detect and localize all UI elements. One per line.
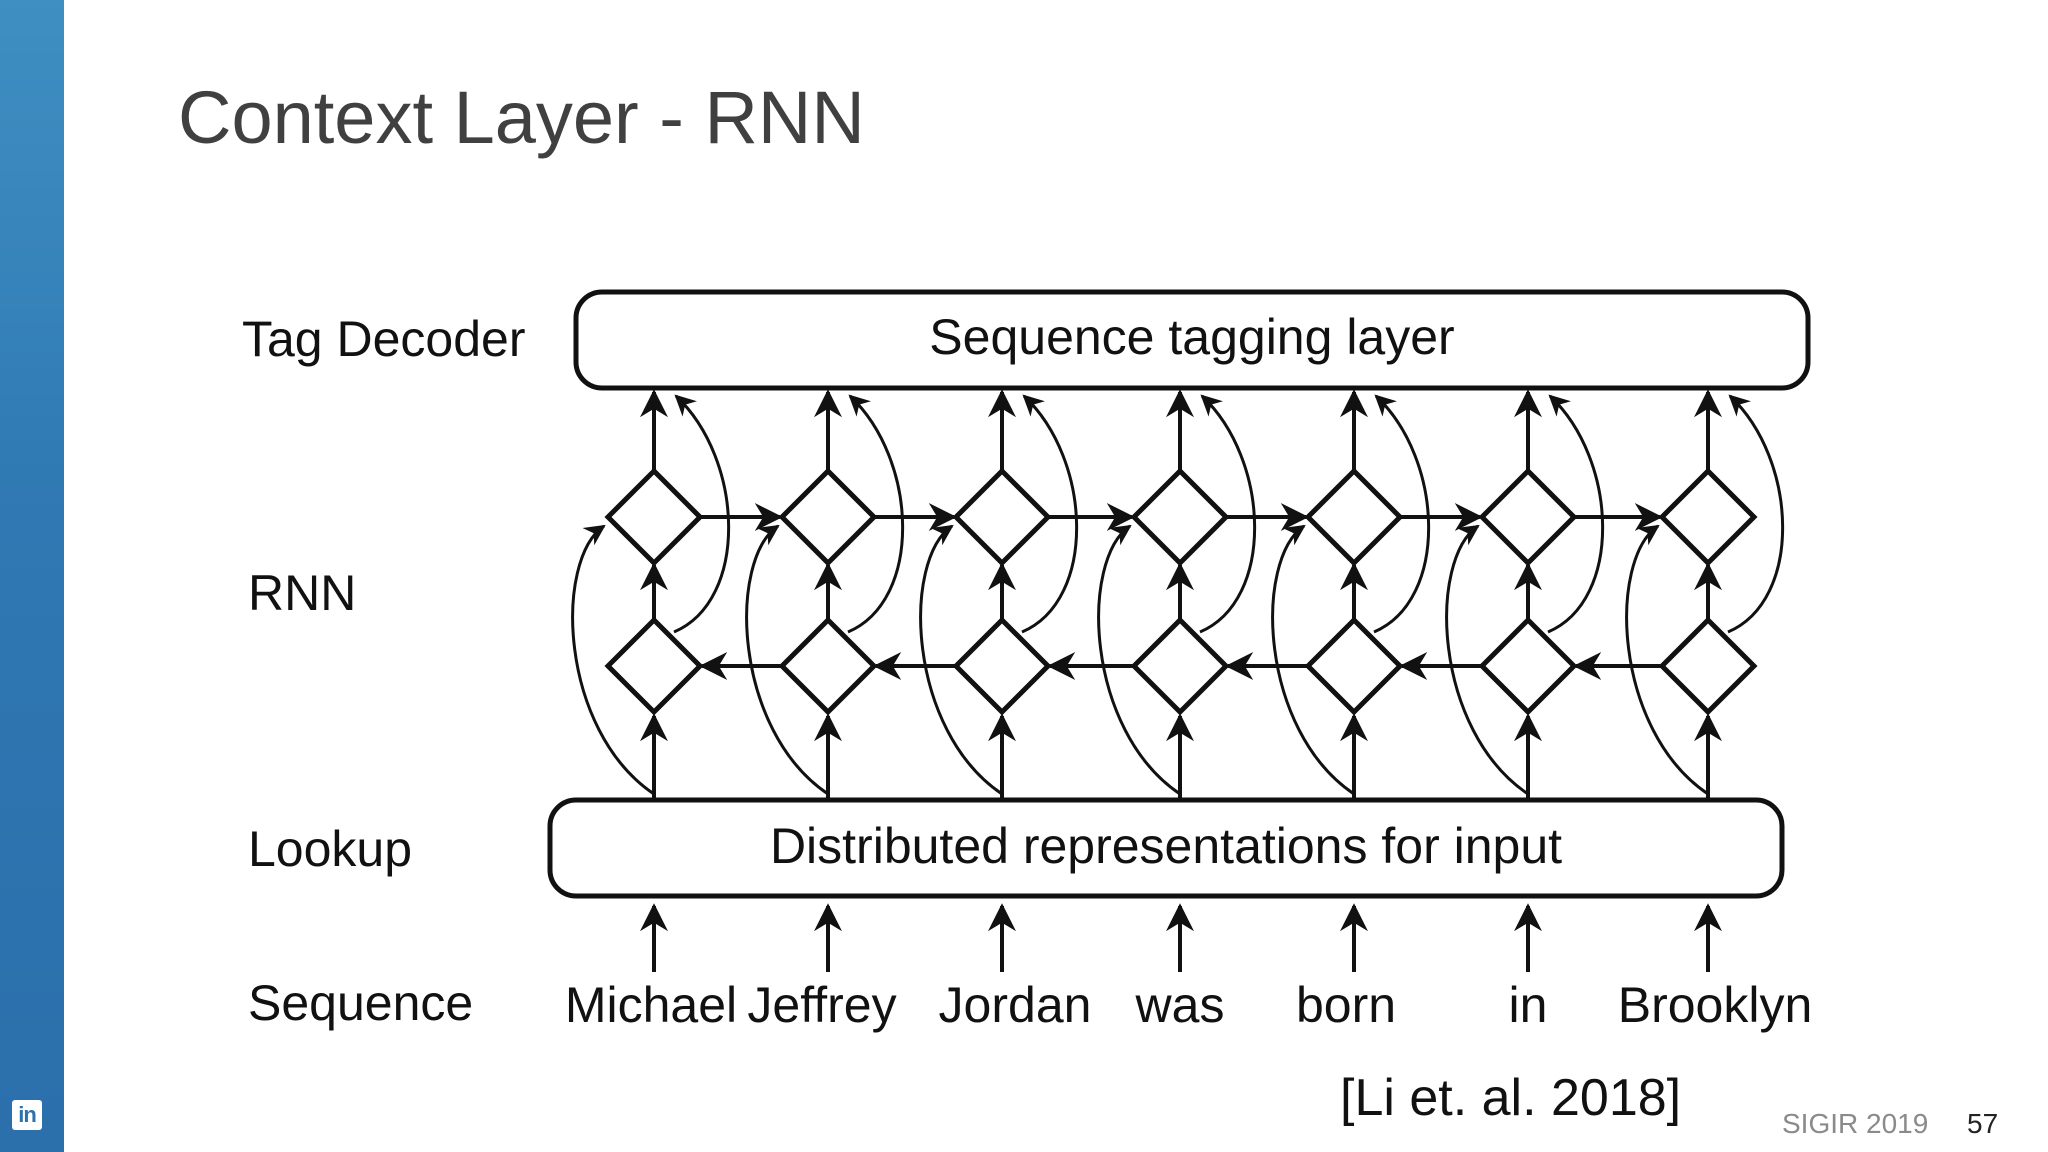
row-label-sequence: Sequence bbox=[248, 975, 473, 1031]
backward-rnn-cell-1 bbox=[604, 616, 704, 716]
row-label-lookup: Lookup bbox=[248, 821, 412, 877]
backward-to-tagger-curve-4 bbox=[1199, 394, 1257, 634]
backward-to-tagger-curve-3 bbox=[1021, 394, 1079, 634]
sequence-token-4: was bbox=[1135, 977, 1225, 1033]
lookup-layer-box bbox=[547, 797, 1785, 899]
sequence-token-3: Jordan bbox=[939, 977, 1092, 1033]
row-label-rnn: RNN bbox=[248, 565, 356, 621]
forward-rnn-cell-1 bbox=[604, 467, 704, 567]
linkedin-logo-text: in bbox=[18, 1102, 37, 1127]
lookup-to-forward-curve-5 bbox=[1271, 524, 1355, 796]
lookup-to-forward-curve-3 bbox=[919, 524, 1003, 796]
backward-rnn-cell-2 bbox=[778, 616, 878, 716]
backward-to-tagger-curve-7 bbox=[1727, 394, 1785, 634]
slide-title: Context Layer - RNN bbox=[178, 76, 865, 159]
forward-rnn-cell-3 bbox=[952, 467, 1052, 567]
backward-rnn-cell-6 bbox=[1478, 616, 1578, 716]
forward-rnn-cell-5 bbox=[1304, 467, 1404, 567]
sequence-token-2: Jeffrey bbox=[747, 977, 896, 1033]
backward-rnn-cell-5 bbox=[1304, 616, 1404, 716]
forward-rnn-cell-7 bbox=[1658, 467, 1758, 567]
backward-rnn-cell-7 bbox=[1658, 616, 1758, 716]
backward-to-tagger-curve-1 bbox=[673, 394, 731, 634]
sequence-token-6: in bbox=[1509, 977, 1548, 1033]
backward-rnn-cell-3 bbox=[952, 616, 1052, 716]
sequence-token-7: Brooklyn bbox=[1618, 977, 1813, 1033]
sequence-token-5: born bbox=[1296, 977, 1396, 1033]
lookup-to-forward-curve-2 bbox=[745, 524, 829, 796]
lookup-to-forward-curve-4 bbox=[1097, 524, 1181, 796]
page-number: 57 bbox=[1967, 1108, 1999, 1139]
lookup-to-forward-curve-1 bbox=[571, 524, 655, 796]
citation: [Li et. al. 2018] bbox=[1340, 1069, 1682, 1127]
backward-to-tagger-curve-6 bbox=[1547, 394, 1605, 634]
conference-label: SIGIR 2019 bbox=[1782, 1108, 1929, 1139]
backward-rnn-cell-4 bbox=[1130, 616, 1230, 716]
tagging-layer-box bbox=[573, 289, 1811, 391]
forward-rnn-cell-2 bbox=[778, 467, 878, 567]
backward-to-tagger-curve-5 bbox=[1373, 394, 1431, 634]
lookup-layer-label: Distributed representations for input bbox=[770, 818, 1562, 874]
tagging-layer-label: Sequence tagging layer bbox=[929, 309, 1454, 365]
row-label-tag-decoder: Tag Decoder bbox=[242, 311, 526, 367]
sequence-token-1: Michael bbox=[565, 977, 737, 1033]
side-accent-bar: in bbox=[0, 0, 64, 1152]
linkedin-logo-icon: in bbox=[12, 1100, 42, 1130]
forward-rnn-cell-6 bbox=[1478, 467, 1578, 567]
backward-to-tagger-curve-2 bbox=[847, 394, 905, 634]
forward-rnn-cell-4 bbox=[1130, 467, 1230, 567]
lookup-to-forward-curve-6 bbox=[1445, 524, 1529, 796]
lookup-to-forward-curve-7 bbox=[1625, 524, 1709, 796]
